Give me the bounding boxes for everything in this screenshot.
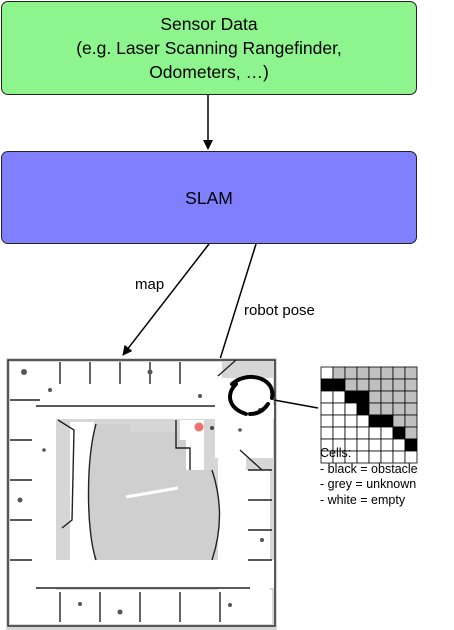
grid-cell (332, 414, 346, 428)
slam-to-map-arrow (122, 243, 210, 356)
legend-grey: - grey = unknown (320, 477, 417, 491)
slam-label: SLAM (185, 187, 233, 208)
grid-cell (380, 366, 394, 380)
grid-cell (356, 366, 370, 380)
grid-cell (344, 426, 358, 440)
grid-cell (320, 402, 334, 416)
grid-cell (392, 390, 406, 404)
grid-cell (356, 414, 370, 428)
grid-cell (356, 390, 370, 404)
legend-white: - white = empty (320, 492, 406, 507)
grid-cell (344, 402, 358, 416)
grid-cell (344, 378, 358, 392)
grid-cell (320, 378, 334, 392)
grid-cell (332, 378, 346, 392)
grid-cell (380, 390, 394, 404)
grid-cell (368, 414, 382, 428)
grid-cell (404, 414, 418, 428)
grid-cell (404, 378, 418, 392)
grid-cell (392, 378, 406, 392)
grid-cell (380, 426, 394, 440)
occupancy-map (6, 358, 277, 630)
grid-cell (404, 450, 418, 464)
grid-cell (404, 366, 418, 380)
grid-cell (356, 426, 370, 440)
grid-cell (332, 366, 346, 380)
grid-cell (332, 390, 346, 404)
grid-cell (320, 414, 334, 428)
robot-pose-edge-label: robot pose (244, 302, 315, 319)
legend-title: Cells: (320, 446, 352, 460)
grid-cell (332, 426, 346, 440)
grid-cell (392, 366, 406, 380)
grid-cell (380, 402, 394, 416)
zoom-region-marker (228, 374, 275, 416)
cells-legend: Cells: - black = obstacle - grey = unkno… (320, 446, 418, 508)
grid-cell (404, 390, 418, 404)
sensor-examples-line1: (e.g. Laser Scanning Rangefinder, (76, 38, 342, 58)
grid-cell (320, 390, 334, 404)
grid-cell (332, 402, 346, 416)
sensor-examples-line2: Odometers, …) (149, 62, 269, 82)
grid-cell (368, 366, 382, 380)
grid-cell (344, 414, 358, 428)
grid-cell (368, 426, 382, 440)
grid-cell (320, 426, 334, 440)
grid-cell (380, 414, 394, 428)
legend-black: - black = obstacle (320, 461, 418, 476)
zoom-connector-line (273, 399, 319, 409)
sensor-data-box: Sensor Data (e.g. Laser Scanning Rangefi… (1, 1, 417, 95)
grid-cell (344, 366, 358, 380)
slam-box: SLAM (1, 151, 417, 244)
grid-cell (380, 378, 394, 392)
grid-cell (356, 402, 370, 416)
grid-cell (404, 402, 418, 416)
grid-cell (368, 390, 382, 404)
grid-cell (368, 378, 382, 392)
grid-cell (404, 426, 418, 440)
grid-cell (344, 390, 358, 404)
map-edge-label: map (135, 276, 165, 293)
robot-position-marker (194, 422, 204, 432)
grid-cell (356, 378, 370, 392)
grid-cell (392, 414, 406, 428)
occupancy-grid (320, 366, 418, 464)
sensor-title: Sensor Data (160, 14, 258, 34)
grid-cell (392, 426, 406, 440)
grid-cell (320, 366, 334, 380)
grid-cell (368, 402, 382, 416)
grid-cell (392, 402, 406, 416)
